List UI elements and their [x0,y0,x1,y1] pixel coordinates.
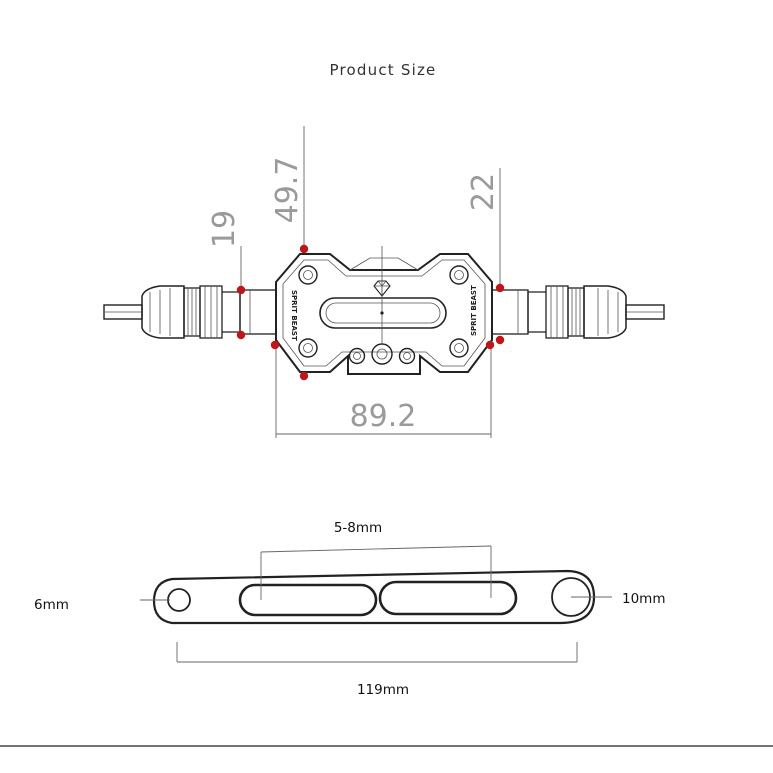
marker-dot [270,340,280,350]
marker-dot [299,244,309,254]
top-view-dimensions [240,126,501,438]
page-title: Product Size [330,61,437,79]
dim-height-bar-label: 19 [207,210,242,248]
dim-height-total-label: 49.7 [270,157,305,224]
bar-side-view: 5-8mm 6mm 10mm 119mm [34,520,665,698]
marker-dot [236,330,246,340]
marker-dot [485,340,495,350]
clamp-top-view: SPRIT BEAST SPRIT BEAST 49.7 19 22 89.2 [103,126,665,438]
marker-dot [236,285,246,295]
left-bar-end [103,285,277,339]
bar-view-dimensions [140,545,612,663]
dim-width-label: 89.2 [350,399,417,434]
measurement-markers [236,244,505,381]
brand-text-right: SPRIT BEAST [470,285,478,336]
dim-large-hole-label: 10mm [622,591,665,607]
dim-length-label: 119mm [357,682,409,698]
right-bar-end [491,285,665,339]
marker-dot [495,283,505,293]
dim-slot-label: 5-8mm [334,520,382,536]
dim-height-clamp-label: 22 [466,173,501,211]
brand-text-left: SPRIT BEAST [290,290,298,341]
dim-small-hole-label: 6mm [34,597,69,613]
clamp-body: SPRIT BEAST SPRIT BEAST [275,246,493,375]
marker-dot [299,371,309,381]
marker-dot [495,335,505,345]
